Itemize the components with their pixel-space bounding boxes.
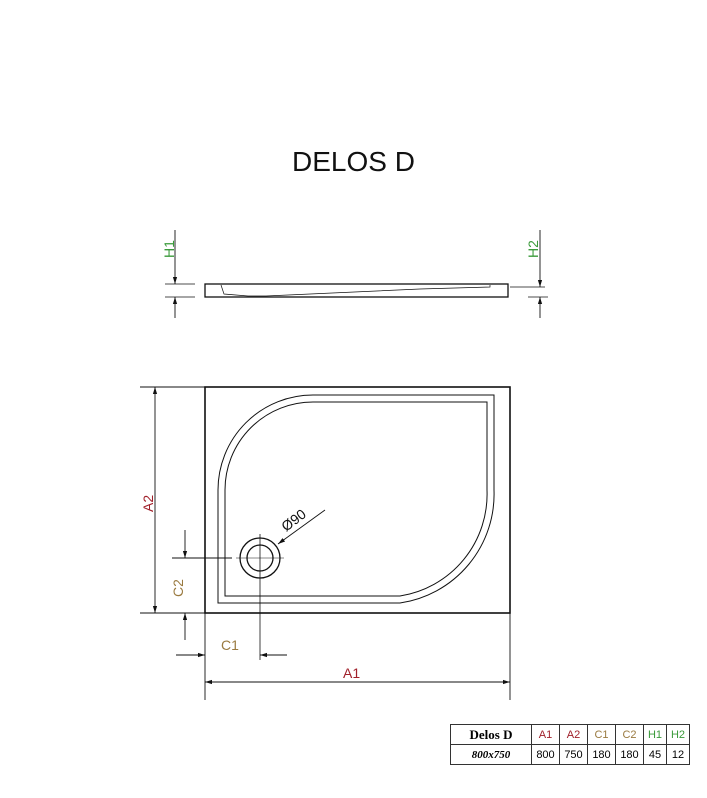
a2-label: A2: [140, 495, 156, 512]
value-c2: 180: [615, 744, 644, 765]
size-cell: 800x750: [450, 744, 532, 765]
value-a1: 800: [531, 744, 560, 765]
table-row: 800x750 800 750 180 180 45 12: [450, 744, 690, 765]
header-h1: H1: [643, 724, 667, 745]
header-c2: C2: [615, 724, 644, 745]
side-view: [165, 230, 548, 318]
header-a1: A1: [531, 724, 560, 745]
value-a2: 750: [559, 744, 588, 765]
value-c1: 180: [587, 744, 616, 765]
h2-label: H2: [525, 240, 541, 258]
a1-label: A1: [343, 665, 360, 681]
drawing-title: DELOS D: [292, 146, 415, 177]
diameter-label: Ø90: [278, 506, 309, 535]
dimension-table: Delos D A1 A2 C1 C2 H1 H2 800x750 800 75…: [450, 724, 690, 765]
dimension-lines: [140, 386, 511, 700]
value-h2: 12: [666, 744, 690, 765]
model-name: Delos D: [450, 724, 532, 745]
header-h2: H2: [666, 724, 690, 745]
table-header-row: Delos D A1 A2 C1 C2 H1 H2: [450, 724, 690, 745]
header-c1: C1: [587, 724, 616, 745]
c1-label: C1: [221, 637, 239, 653]
header-a2: A2: [559, 724, 588, 745]
c2-label: C2: [170, 579, 186, 597]
value-h1: 45: [643, 744, 667, 765]
top-view: [204, 386, 511, 660]
h1-label: H1: [161, 240, 177, 258]
